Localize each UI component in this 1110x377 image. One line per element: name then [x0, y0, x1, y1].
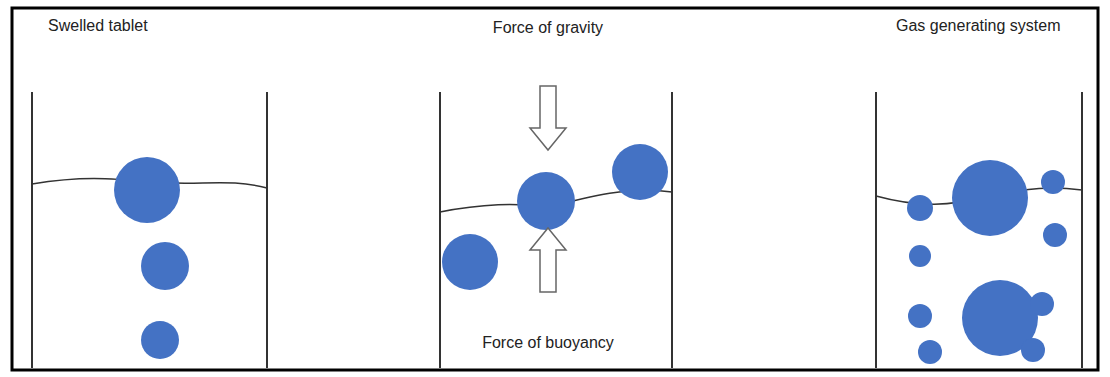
- gravity-beaker: [440, 86, 672, 368]
- beaker-label: Swelled tablet: [46, 16, 150, 35]
- beaker-label: Gas generating system: [894, 16, 1063, 35]
- swelled-beaker: [32, 92, 267, 368]
- frame-border: [12, 8, 1098, 370]
- force-label: Force of buoyancy: [480, 333, 616, 352]
- force-label: Force of gravity: [491, 18, 605, 37]
- gas-beaker: [876, 92, 1082, 368]
